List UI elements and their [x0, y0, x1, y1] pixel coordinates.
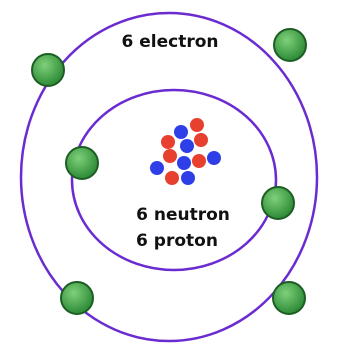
- neutron-particle: [180, 139, 194, 153]
- outer-orbit: [19, 11, 319, 343]
- electron-count-label: 6 electron: [121, 32, 218, 52]
- nucleus: [150, 118, 221, 185]
- proton-count-label: 6 proton: [136, 231, 218, 251]
- electron-outer-shell: [273, 28, 307, 62]
- proton-particle: [194, 133, 208, 147]
- inner-orbit: [70, 88, 278, 272]
- proton-particle: [161, 135, 175, 149]
- proton-particle: [163, 149, 177, 163]
- neutron-count-label: 6 neutron: [136, 205, 230, 225]
- electron-inner-shell: [261, 186, 295, 220]
- proton-particle: [165, 171, 179, 185]
- electrons: [31, 28, 307, 315]
- neutron-particle: [174, 125, 188, 139]
- electron-outer-shell: [31, 53, 65, 87]
- electron-outer-shell: [272, 281, 306, 315]
- neutron-particle: [181, 171, 195, 185]
- neutron-particle: [177, 156, 191, 170]
- neutron-particle: [207, 151, 221, 165]
- proton-particle: [192, 154, 206, 168]
- electron-outer-shell: [60, 281, 94, 315]
- neutron-particle: [150, 161, 164, 175]
- proton-particle: [190, 118, 204, 132]
- electron-inner-shell: [65, 146, 99, 180]
